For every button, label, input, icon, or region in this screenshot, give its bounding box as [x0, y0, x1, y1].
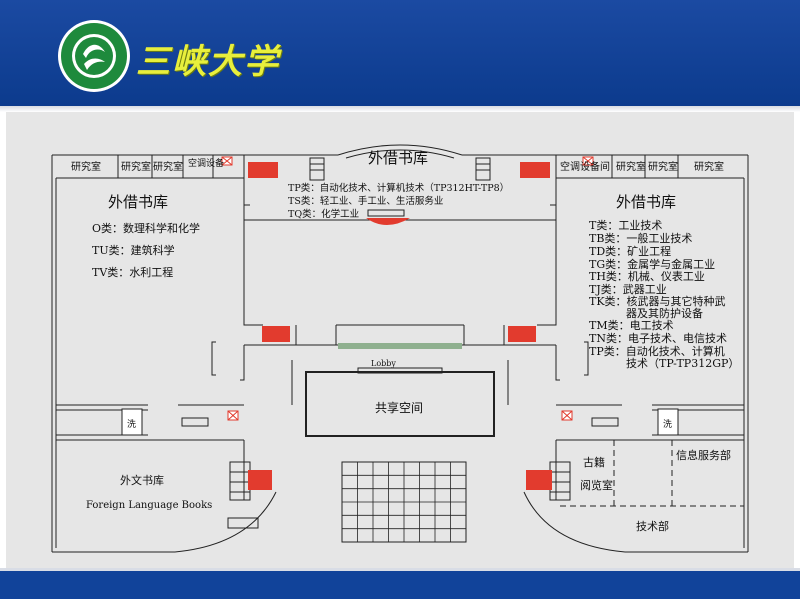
left-stack-item: TU类：建筑科学 [92, 243, 175, 257]
central-hall [243, 204, 557, 349]
stairs-icon [262, 326, 290, 342]
room-label: 研究室 [616, 160, 646, 173]
university-name: 三峡大学 [136, 42, 280, 82]
center-stack-item: TQ类：化学工业 [288, 208, 359, 220]
ancient-books-room: 阅览室 [580, 478, 613, 492]
center-stack-title: 外借书库 [368, 149, 428, 167]
stairs-icon [248, 162, 278, 178]
room-label: 空调设备间 [560, 160, 610, 173]
room-label: 空调设备 [188, 157, 224, 169]
left-stack-title: 外借书库 [108, 193, 168, 211]
stairs-icon [520, 162, 550, 178]
right-stack-item: TJ类：武器工业 [589, 282, 667, 296]
foreign-books-en: Foreign Language Books [86, 500, 212, 511]
atrium [305, 367, 495, 437]
lobby-label: Lobby [371, 359, 396, 368]
footer-banner [0, 568, 800, 599]
top-room-row [56, 155, 744, 215]
left-stack-item: TV类：水利工程 [92, 265, 173, 279]
top-stairs [248, 157, 550, 181]
right-stack-item: TK类：核武器与其它特种武 [589, 294, 726, 308]
center-stack-item: TS类：轻工业、手工业、生活服务业 [288, 195, 443, 207]
atrium-label: 共享空间 [375, 400, 423, 415]
header-banner [0, 0, 800, 112]
right-stack-item: TP类：自动化技术、计算机 [589, 344, 725, 358]
lower-left-wing [174, 440, 277, 553]
right-stack-item: 技术（TP-TP312GP） [626, 357, 739, 370]
right-stack-item: 器及其防护设备 [626, 306, 703, 320]
tech-dept-room: 技术部 [636, 519, 669, 533]
right-stack-item: TN类：电子技术、电信技术 [589, 331, 727, 345]
right-stack-item: TB类：一般工业技术 [589, 231, 692, 245]
university-emblem-icon [58, 20, 130, 92]
room-label: 研究室 [648, 160, 678, 173]
room-label: 研究室 [694, 160, 724, 173]
right-stack-item: T类：工业技术 [589, 218, 662, 232]
room-label: 研究室 [153, 160, 183, 173]
stairs-icon [526, 470, 552, 490]
outer-walls [51, 144, 749, 553]
washroom-band [56, 404, 744, 441]
info-service-room: 信息服务部 [676, 448, 731, 462]
room-label: 研究室 [71, 160, 101, 173]
grid-block [341, 461, 467, 543]
foreign-books-cn: 外文书库 [120, 473, 164, 487]
right-stack-item: TH类：机械、仪表工业 [589, 269, 705, 283]
lower-right-wing [523, 440, 744, 553]
header-stripe [0, 106, 800, 112]
center-stack-item: TP类：自动化技术、计算机技术（TP312HT-TP8） [288, 182, 509, 194]
right-stack-title: 外借书库 [616, 193, 676, 211]
stairs-icon [508, 326, 536, 342]
washroom-label: 洗 [127, 418, 136, 430]
lobby-corridor [211, 341, 589, 405]
ancient-books-room: 古籍 [583, 455, 605, 469]
left-stack-item: O类：数理科学和化学 [92, 221, 200, 235]
right-stack-item: TD类：矿业工程 [589, 244, 671, 258]
right-stack-item: TG类：金属学与金属工业 [589, 257, 715, 271]
map-panel [6, 112, 794, 568]
right-stack-item: TM类：电工技术 [589, 318, 674, 332]
washroom-label: 洗 [663, 418, 672, 430]
room-label: 研究室 [121, 160, 151, 173]
stairs-icon [248, 470, 272, 490]
